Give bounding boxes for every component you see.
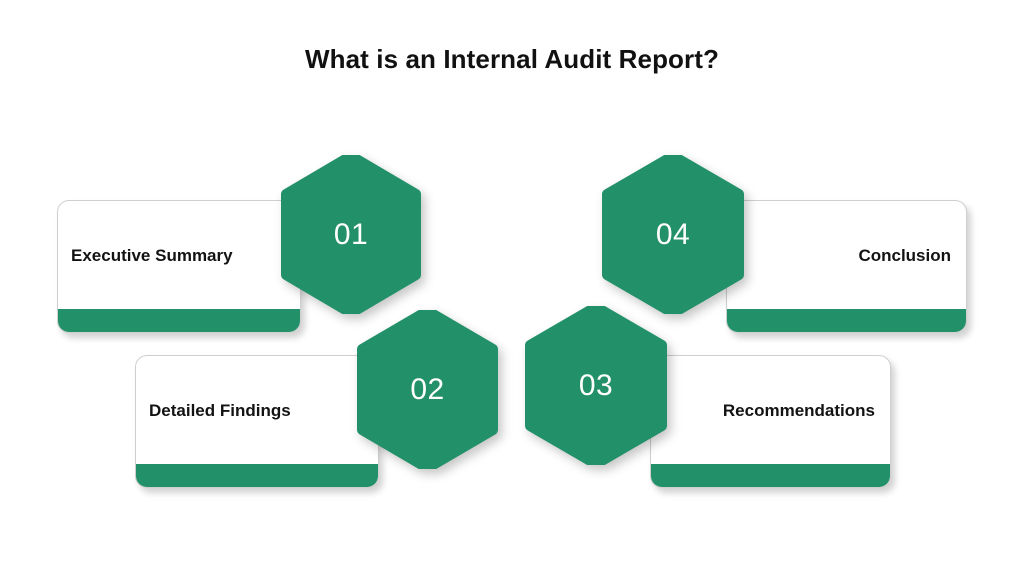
step-hexagon-3[interactable]: 03: [525, 306, 667, 465]
step-card-1[interactable]: Executive Summary: [57, 200, 301, 333]
step-card-2[interactable]: Detailed Findings: [135, 355, 379, 488]
step-hexagon-1[interactable]: 01: [281, 155, 421, 314]
step-hexagon-2[interactable]: 02: [357, 310, 498, 469]
step-card-4-accent-bar: [727, 309, 966, 332]
step-card-4[interactable]: Conclusion: [726, 200, 967, 333]
step-card-3-accent-bar: [651, 464, 890, 487]
step-card-3-label: Recommendations: [722, 400, 875, 420]
step-hexagon-1-number: 01: [333, 217, 369, 251]
hexagon-shape-icon: [357, 310, 498, 469]
hexagon-shape-icon: [602, 155, 744, 314]
hexagon-shape-icon: [281, 155, 421, 314]
step-card-1-accent-bar: [58, 309, 300, 332]
page-title: What is an Internal Audit Report?: [304, 44, 719, 74]
step-card-1-label: Executive Summary: [71, 245, 233, 265]
step-hexagon-2-number: 02: [410, 372, 445, 406]
step-card-3[interactable]: Recommendations: [650, 355, 891, 488]
step-hexagon-4[interactable]: 04: [602, 155, 744, 314]
step-hexagon-3-number: 03: [578, 368, 614, 402]
step-card-4-label: Conclusion: [858, 245, 951, 265]
step-card-2-accent-bar: [136, 464, 378, 487]
step-card-2-label: Detailed Findings: [149, 400, 291, 420]
step-hexagon-4-number: 04: [655, 217, 691, 251]
hexagon-shape-icon: [525, 306, 667, 465]
